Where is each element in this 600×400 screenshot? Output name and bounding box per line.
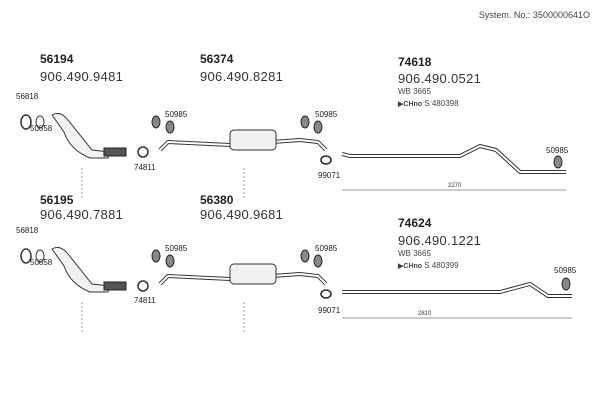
front-middle-parts-row2 <box>19 245 333 336</box>
ch-value: S 480398 <box>424 99 459 108</box>
rear-pipe-row2 <box>342 277 572 319</box>
front-oem-number: 906.490.9481 <box>40 69 124 84</box>
ch-number: ▶CHno S 480399 <box>398 261 459 270</box>
front-middle-parts-row1 <box>19 111 333 202</box>
middle-oem-number: 906.490.8281 <box>200 69 284 84</box>
part-clamp: 99071 <box>318 306 341 315</box>
front-oem-number: 906.490.7881 <box>40 207 124 222</box>
dimension-label: 2810 <box>418 311 432 317</box>
rear-oem-number: 906.490.0521 <box>398 71 482 86</box>
part-hanger: 50985 <box>315 110 338 119</box>
rear-pipe-row1 <box>341 143 566 191</box>
part-clamp: 74811 <box>134 296 156 305</box>
system-number: System. No.: 3500000641O <box>478 10 590 20</box>
front-part-number: 56194 <box>40 52 74 66</box>
part-hanger: 50985 <box>165 244 188 253</box>
rear-part-number: 74618 <box>398 55 432 69</box>
front-part-number: 56195 <box>40 193 74 207</box>
ch-prefix: ▶CHno <box>398 101 423 108</box>
middle-part-number: 56374 <box>200 52 234 66</box>
rear-part-number: 74624 <box>398 216 432 230</box>
wb-number: WB 3665 <box>398 249 431 258</box>
wb-number: WB 3665 <box>398 87 431 96</box>
part-hanger: 50985 <box>546 146 569 155</box>
ch-number: ▶CHno S 480398 <box>398 99 459 108</box>
part-ring: 56818 <box>16 92 39 101</box>
part-hanger: 50985 <box>315 244 338 253</box>
part-clamp: 99071 <box>318 171 341 180</box>
ch-prefix: ▶CHno <box>398 263 423 270</box>
middle-part-number: 56380 <box>200 193 234 207</box>
dimension-label: 2270 <box>448 183 462 189</box>
part-hanger: 50985 <box>554 266 577 275</box>
middle-oem-number: 906.490.9681 <box>200 207 284 222</box>
part-ring: 56818 <box>16 226 39 235</box>
rear-oem-number: 906.490.1221 <box>398 233 482 248</box>
part-gasket: 50858 <box>30 258 53 267</box>
part-hanger: 50985 <box>165 110 188 119</box>
ch-value: S 480399 <box>424 261 459 270</box>
part-clamp: 74811 <box>134 163 156 172</box>
part-gasket: 50858 <box>30 124 53 133</box>
